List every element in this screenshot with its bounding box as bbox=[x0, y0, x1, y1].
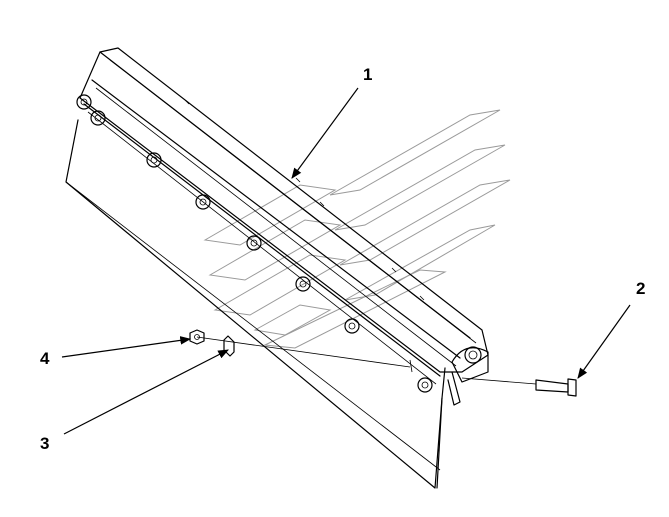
axis-end-tick bbox=[409, 359, 413, 373]
callout-4: 4 bbox=[40, 349, 50, 368]
nut-icon bbox=[344, 318, 360, 334]
callout-1: 1 bbox=[363, 65, 372, 84]
nut-icon bbox=[195, 194, 211, 210]
leader-line-1 bbox=[291, 87, 359, 179]
assembly-axis-line bbox=[196, 336, 411, 368]
flap-plate bbox=[65, 119, 443, 489]
watermark-logo bbox=[203, 109, 511, 349]
nut-row bbox=[76, 94, 433, 393]
nut-icon bbox=[90, 110, 106, 126]
callout-2: 2 bbox=[636, 279, 645, 298]
nut-icon bbox=[146, 152, 162, 168]
nut-icon bbox=[417, 377, 433, 393]
nut-icon bbox=[295, 276, 311, 292]
nut-icon bbox=[76, 94, 92, 110]
leader-line-3 bbox=[63, 349, 229, 435]
leader-line-2 bbox=[577, 304, 631, 379]
callout-3: 3 bbox=[40, 434, 49, 453]
loose-clip bbox=[223, 335, 235, 357]
leader-line-4 bbox=[61, 336, 192, 358]
nut-icon bbox=[246, 235, 262, 251]
hinge-pin bbox=[461, 377, 577, 397]
mounting-bar bbox=[79, 47, 489, 489]
